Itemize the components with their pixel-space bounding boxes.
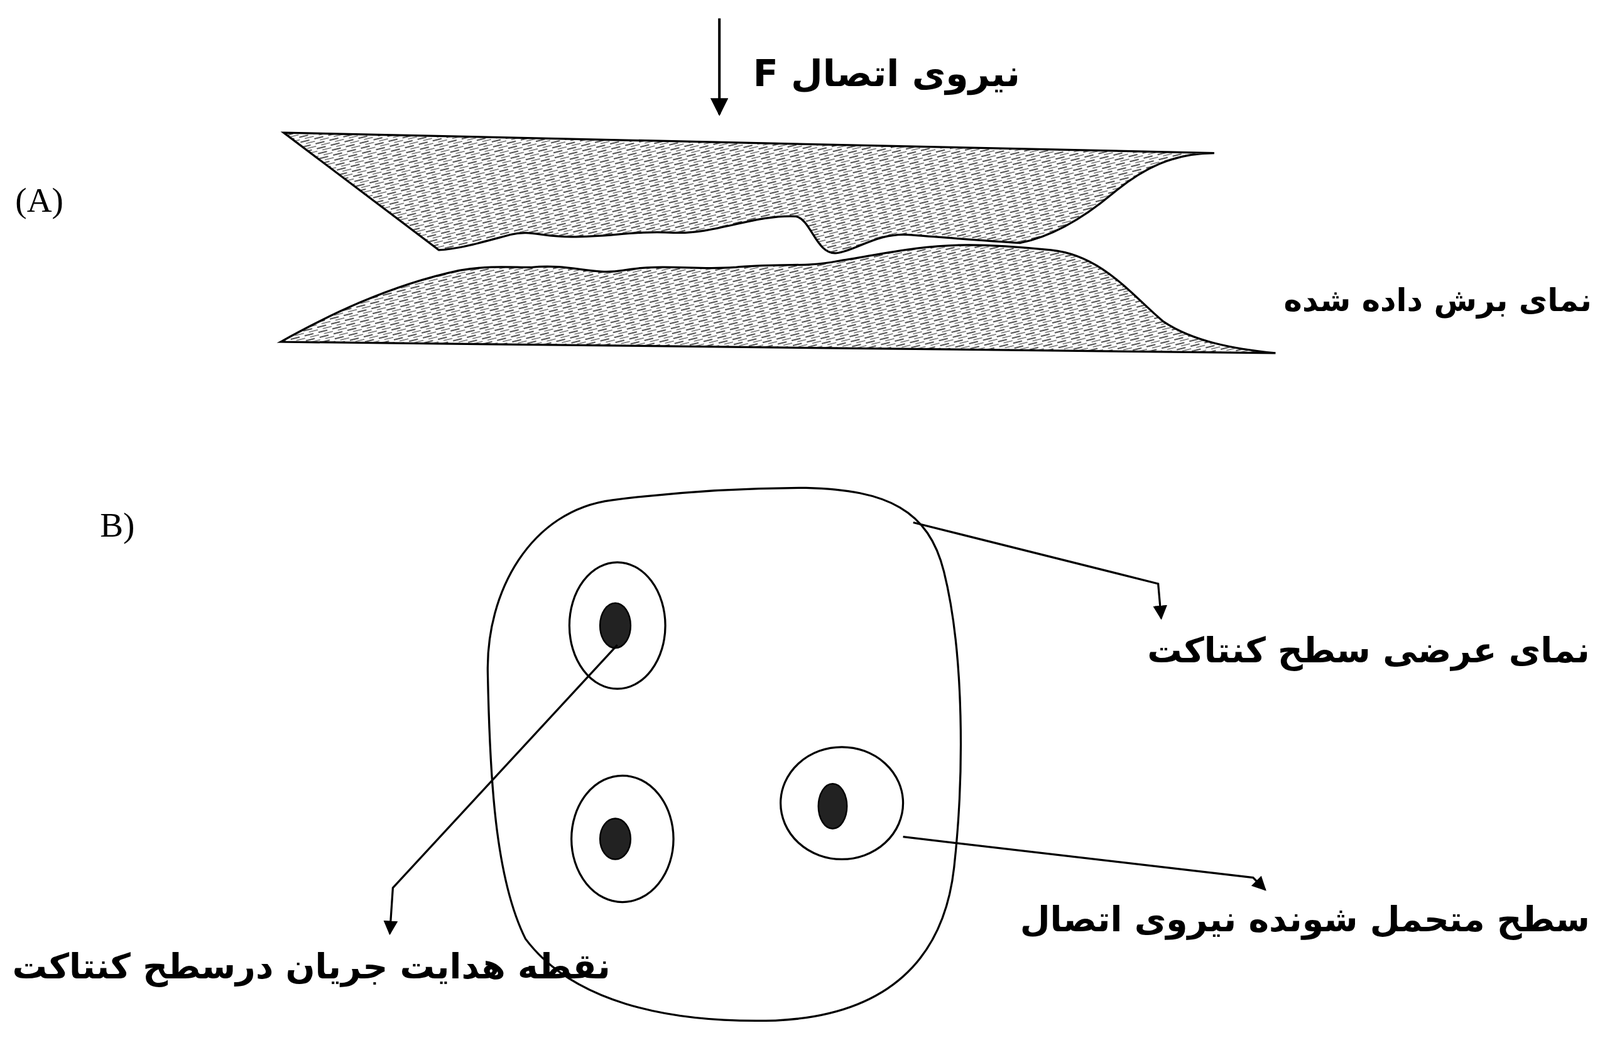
load-spot <box>780 746 904 860</box>
figure-tag: (A) <box>15 178 64 222</box>
view-label: نمای برش داده شده <box>1284 280 1592 320</box>
force-arrow <box>718 18 721 115</box>
load-spot <box>569 562 666 689</box>
callout-label: نقطه هدایت جریان درسطح کنتاکت <box>11 944 610 989</box>
leader-line <box>390 644 618 934</box>
conduction-point <box>599 817 631 859</box>
upper-contact-body <box>283 132 1215 254</box>
load-spot <box>571 775 674 902</box>
lower-contact-body <box>280 244 1276 354</box>
callout-label: نمای عرضی سطح کنتاکت <box>1147 628 1590 673</box>
figure-tag: B) <box>99 503 135 547</box>
force-label: نیروی اتصال F <box>753 50 1021 97</box>
callout-label: سطح متحمل شونده نیروی اتصال <box>1020 897 1590 942</box>
leader-line <box>913 522 1162 619</box>
leader-line <box>903 836 1266 890</box>
conduction-point <box>818 783 847 828</box>
conduction-point <box>599 603 631 648</box>
contact-area-outline <box>487 487 961 1021</box>
